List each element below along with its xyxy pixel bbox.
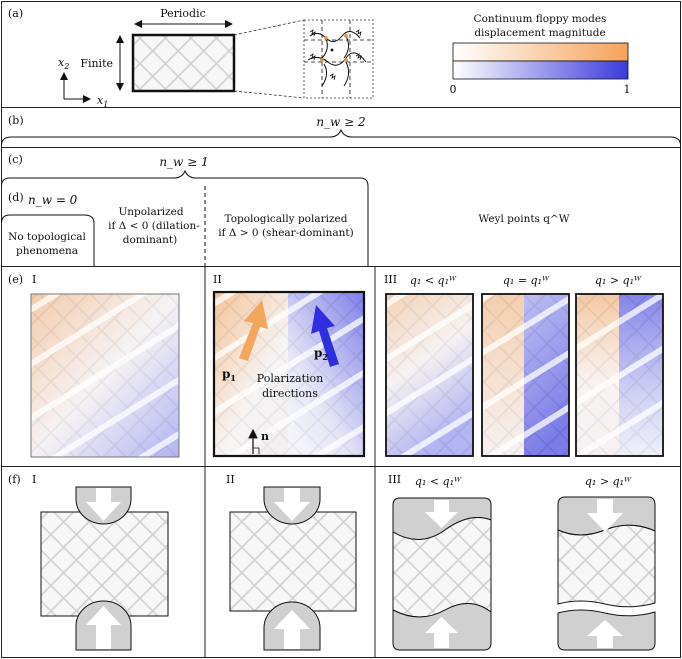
polarized-line1: Topologically polarized [225, 213, 348, 225]
e-q-less-label: q₁ < q₁ᵂ [410, 274, 457, 287]
panel-e-col3-label: III [384, 273, 397, 286]
panel-b-brace [1, 128, 681, 146]
panel-c: (c) n_w ≥ 1 [1, 147, 681, 266]
field-polarized [212, 290, 366, 458]
e-q-equal-label: q₁ = q₁ᵂ [503, 274, 550, 287]
axis-x1-label: x1 [97, 94, 108, 109]
axis-x2-label: x2 [58, 56, 69, 71]
panel-f-col3-label: III [388, 473, 401, 486]
panel-f-frame [1, 466, 681, 658]
unpolarized-line2: if Δ < 0 (dilation- [108, 220, 200, 232]
indentation-weyl-greater [557, 496, 656, 651]
field-weyl-equal [481, 293, 570, 457]
polarization-line2: directions [262, 387, 318, 400]
panel-e-col2-label: II [213, 273, 222, 286]
colorbar-title-line1: Continuum floppy modes [474, 13, 607, 25]
weyl-label: Weyl points q^W [478, 213, 569, 225]
p1-label: p1 [222, 367, 236, 383]
polarization-arrow-p2 [311, 305, 339, 367]
f-q-less-label: q₁ < q₁ᵂ [415, 475, 462, 488]
finite-label: Finite [80, 57, 113, 70]
panel-a-label: (a) [8, 7, 23, 20]
field-weyl-less [385, 293, 474, 457]
colorbar-blue [452, 60, 629, 80]
colorbar-min-label: 0 [450, 83, 457, 96]
indentation-weyl-less [392, 497, 492, 651]
colorbar-orange [452, 42, 629, 62]
lattice-block [131, 33, 236, 93]
panel-c-brace [1, 169, 369, 266]
colorbar-title-line2: displacement magnitude [474, 27, 605, 39]
f-q-greater-label: q₁ > q₁ᵂ [585, 475, 632, 488]
indentation-unpolarized [40, 486, 169, 651]
panel-f: (f) I II III q₁ < q₁ᵂ q₁ > q₁ᵂ [1, 466, 681, 658]
panel-b: (b) n_w ≥ 2 [1, 107, 681, 148]
normal-vector-icon [248, 428, 260, 454]
panel-c-label: (c) [8, 153, 23, 166]
unpolarized-line1: Unpolarized [118, 206, 183, 218]
panel-d-condition: n_w = 0 [28, 193, 78, 207]
p2-label: p2 [314, 346, 328, 362]
panel-f-label: (f) [8, 473, 21, 486]
polarization-line1: Polarization [257, 372, 323, 385]
polarized-line2: if Δ > 0 (shear-dominant) [218, 227, 353, 239]
panel-f-col1-label: I [32, 473, 36, 486]
field-unpolarized [30, 293, 180, 458]
panel-b-condition: n_w ≥ 2 [316, 115, 365, 129]
zoom-line-top [233, 19, 305, 36]
panel-c-condition: n_w ≥ 1 [159, 155, 208, 169]
zoom-line-bottom [233, 90, 305, 99]
panel-d: (d) n_w = 0 No topological phenomena Unp… [1, 186, 570, 266]
panel-b-frame [1, 107, 681, 148]
no-topo-line1: No topological [8, 231, 86, 243]
polarization-arrow-p1 [239, 300, 268, 361]
indentation-polarized [229, 486, 357, 651]
panel-e: (e) I II III p1 p2 Polarization directio… [1, 266, 681, 467]
panel-e-label: (e) [8, 273, 23, 286]
e-q-greater-label: q₁ > q₁ᵂ [595, 274, 642, 287]
panel-a: (a) x1 x2 Periodic Finite [1, 1, 681, 109]
panel-d-label: (d) [8, 191, 24, 204]
no-topo-line2: phenomena [16, 245, 78, 257]
axes-icon [60, 72, 91, 103]
panel-f-col2-label: II [226, 473, 235, 486]
panel-e-col1-label: I [32, 273, 36, 286]
unit-cell-inset [303, 19, 374, 99]
unpolarized-line3: dominant) [123, 234, 177, 246]
colorbar-max-label: 1 [624, 83, 631, 96]
n-label: n [261, 430, 269, 443]
periodic-label: Periodic [160, 7, 206, 20]
field-weyl-greater [575, 293, 664, 457]
panel-b-label: (b) [8, 114, 24, 127]
no-topo-bracket [1, 214, 95, 266]
